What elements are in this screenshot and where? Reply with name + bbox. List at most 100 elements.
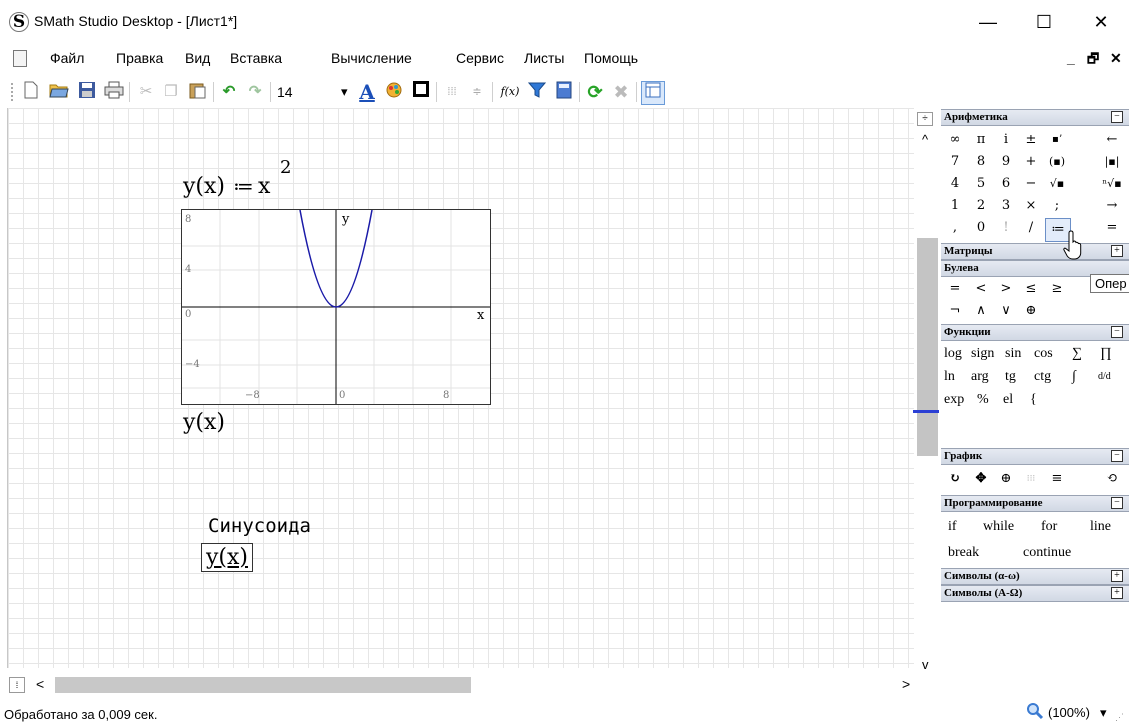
prog-while[interactable]: while xyxy=(983,519,1015,534)
key-6[interactable]: 6 xyxy=(1001,176,1011,191)
split-view-icon[interactable]: ÷ xyxy=(917,112,933,126)
toolbar-grip[interactable] xyxy=(11,83,15,101)
text-region-sinusoid[interactable]: Синусоида xyxy=(208,515,311,537)
key-or[interactable]: ∨ xyxy=(1001,303,1011,318)
zoom-level[interactable]: (100%) xyxy=(1048,705,1090,720)
font-color-icon[interactable]: A xyxy=(359,80,375,104)
key-4[interactable]: 4 xyxy=(950,176,960,191)
prog-for[interactable]: for xyxy=(1041,519,1058,534)
prog-break[interactable]: break xyxy=(948,545,980,560)
collapse-icon[interactable]: − xyxy=(1111,326,1123,338)
scroll-up-icon[interactable]: ^ xyxy=(922,132,929,147)
func-derivative[interactable]: d/d xyxy=(1098,371,1111,382)
fill-color-icon[interactable] xyxy=(383,81,405,103)
menu-calculation[interactable]: Вычисление xyxy=(331,50,412,66)
func-piecewise[interactable]: { xyxy=(1030,392,1037,407)
worksheet[interactable]: y(x) ≔ x 2 y x 8 4 0 −4 −8 0 8 y(x) Сину… xyxy=(7,108,914,668)
vertical-scroll-thumb[interactable] xyxy=(917,238,938,456)
key-left-arrow[interactable]: ← xyxy=(1106,132,1118,147)
key-semicolon[interactable]: ; xyxy=(1054,198,1060,213)
func-sin[interactable]: sin xyxy=(1005,346,1022,361)
key-5[interactable]: 5 xyxy=(976,176,986,191)
menu-edit[interactable]: Правка xyxy=(116,50,164,66)
key-power[interactable]: ▪ʼ xyxy=(1052,134,1062,145)
horizontal-scroll-thumb[interactable] xyxy=(55,677,471,693)
key-plus[interactable]: + xyxy=(1025,154,1037,169)
key-pi[interactable]: π xyxy=(976,132,986,147)
func-sign[interactable]: sign xyxy=(971,346,995,361)
document-icon[interactable] xyxy=(13,50,27,67)
border-icon[interactable] xyxy=(410,81,432,103)
func-percent[interactable]: % xyxy=(977,392,989,407)
maximize-button[interactable]: ☐ xyxy=(1035,12,1053,32)
align-vertical-icon[interactable]: ≑ xyxy=(472,86,482,98)
key-sqrt[interactable]: √▪ xyxy=(1049,177,1065,190)
recalculate-icon[interactable]: ⟳ xyxy=(587,82,603,102)
key-nth-root[interactable]: ⁿ√▪ xyxy=(1102,177,1122,190)
key-and[interactable]: ∧ xyxy=(976,303,986,318)
collapse-icon[interactable]: − xyxy=(1111,111,1123,123)
key-plus-minus[interactable]: ± xyxy=(1025,132,1037,147)
key-3[interactable]: 3 xyxy=(1001,198,1011,213)
graph-rotate-icon[interactable]: ↻ xyxy=(949,471,961,486)
key-xor[interactable]: ⊕ xyxy=(1025,303,1037,318)
key-multiply[interactable]: × xyxy=(1025,198,1037,213)
panel-header-functions[interactable]: Функции− xyxy=(941,324,1129,341)
minimize-button[interactable]: — xyxy=(979,12,997,32)
key-less-equal[interactable]: ≤ xyxy=(1025,281,1037,296)
key-factorial[interactable]: ! xyxy=(1003,220,1009,235)
mdi-restore-button[interactable]: 🗗 xyxy=(1087,51,1100,66)
menu-file[interactable]: Файл xyxy=(50,50,85,66)
key-parentheses[interactable]: (▪) xyxy=(1048,155,1066,168)
align-horizontal-icon[interactable]: ⁞⁞⁞ xyxy=(447,86,457,98)
definition-lhs[interactable]: y(x) xyxy=(183,174,226,199)
func-tg[interactable]: tg xyxy=(1005,369,1016,384)
cut-icon[interactable]: ✂ xyxy=(139,83,153,100)
key-right-arrow[interactable]: → xyxy=(1106,198,1118,213)
panel-header-programming[interactable]: Программирование− xyxy=(941,495,1129,512)
key-infinity[interactable]: ∞ xyxy=(949,132,961,147)
plot-caption[interactable]: y(x) xyxy=(183,410,226,435)
collapse-icon[interactable]: − xyxy=(1111,497,1123,509)
insert-function-icon[interactable]: f(x) xyxy=(500,85,520,98)
func-exp[interactable]: exp xyxy=(944,392,965,407)
graph-zoom-icon[interactable]: ⊕ xyxy=(1000,471,1012,486)
selected-expression[interactable]: y(x) xyxy=(201,543,254,572)
close-button[interactable]: ✕ xyxy=(1093,12,1109,32)
graph-refresh-icon[interactable]: ⟲ xyxy=(1106,471,1118,486)
font-size-select[interactable]: 14 xyxy=(277,84,293,100)
undo-icon[interactable]: ↶ xyxy=(222,83,236,100)
key-1[interactable]: 1 xyxy=(950,198,960,213)
prog-continue[interactable]: continue xyxy=(1023,545,1072,560)
func-cos[interactable]: cos xyxy=(1034,346,1053,361)
panel-header-graph[interactable]: График− xyxy=(941,448,1129,465)
key-greater-equal[interactable]: ≥ xyxy=(1051,281,1063,296)
panel-header-symbols-upper[interactable]: Символы (Α-Ω)+ xyxy=(941,585,1129,602)
panel-header-matrices[interactable]: Матрицы+ xyxy=(941,243,1129,260)
func-integral[interactable]: ∫ xyxy=(1072,369,1076,384)
stop-icon[interactable]: ✖ xyxy=(613,82,629,102)
expand-icon[interactable]: + xyxy=(1111,245,1123,257)
key-define[interactable]: ≔ xyxy=(1045,218,1071,242)
paste-icon[interactable] xyxy=(186,81,208,103)
func-ln[interactable]: ln xyxy=(944,369,955,384)
graph-points-icon[interactable]: ⁝⁝⁝ xyxy=(1026,474,1036,484)
panel-header-symbols-lower[interactable]: Символы (α-ω)+ xyxy=(941,568,1129,585)
key-2[interactable]: 2 xyxy=(976,198,986,213)
mdi-minimize-button[interactable]: _ xyxy=(1067,50,1075,66)
menu-service[interactable]: Сервис xyxy=(456,50,504,66)
key-not[interactable]: ¬ xyxy=(949,303,961,318)
menu-insert[interactable]: Вставка xyxy=(230,50,283,66)
new-file-icon[interactable] xyxy=(20,81,42,103)
expand-icon[interactable]: + xyxy=(1111,587,1123,599)
key-comma[interactable]: , xyxy=(952,220,958,235)
collapse-icon[interactable]: − xyxy=(1111,450,1123,462)
key-bool-equal[interactable]: = xyxy=(949,281,961,296)
func-el[interactable]: el xyxy=(1003,392,1014,407)
menu-help[interactable]: Помощь xyxy=(584,50,639,66)
key-less[interactable]: < xyxy=(975,281,987,296)
menu-sheets[interactable]: Листы xyxy=(524,50,565,66)
resize-grip-icon[interactable]: ⋰ xyxy=(1115,712,1124,722)
scroll-right-icon[interactable]: > xyxy=(902,676,911,692)
func-ctg[interactable]: ctg xyxy=(1034,369,1052,384)
